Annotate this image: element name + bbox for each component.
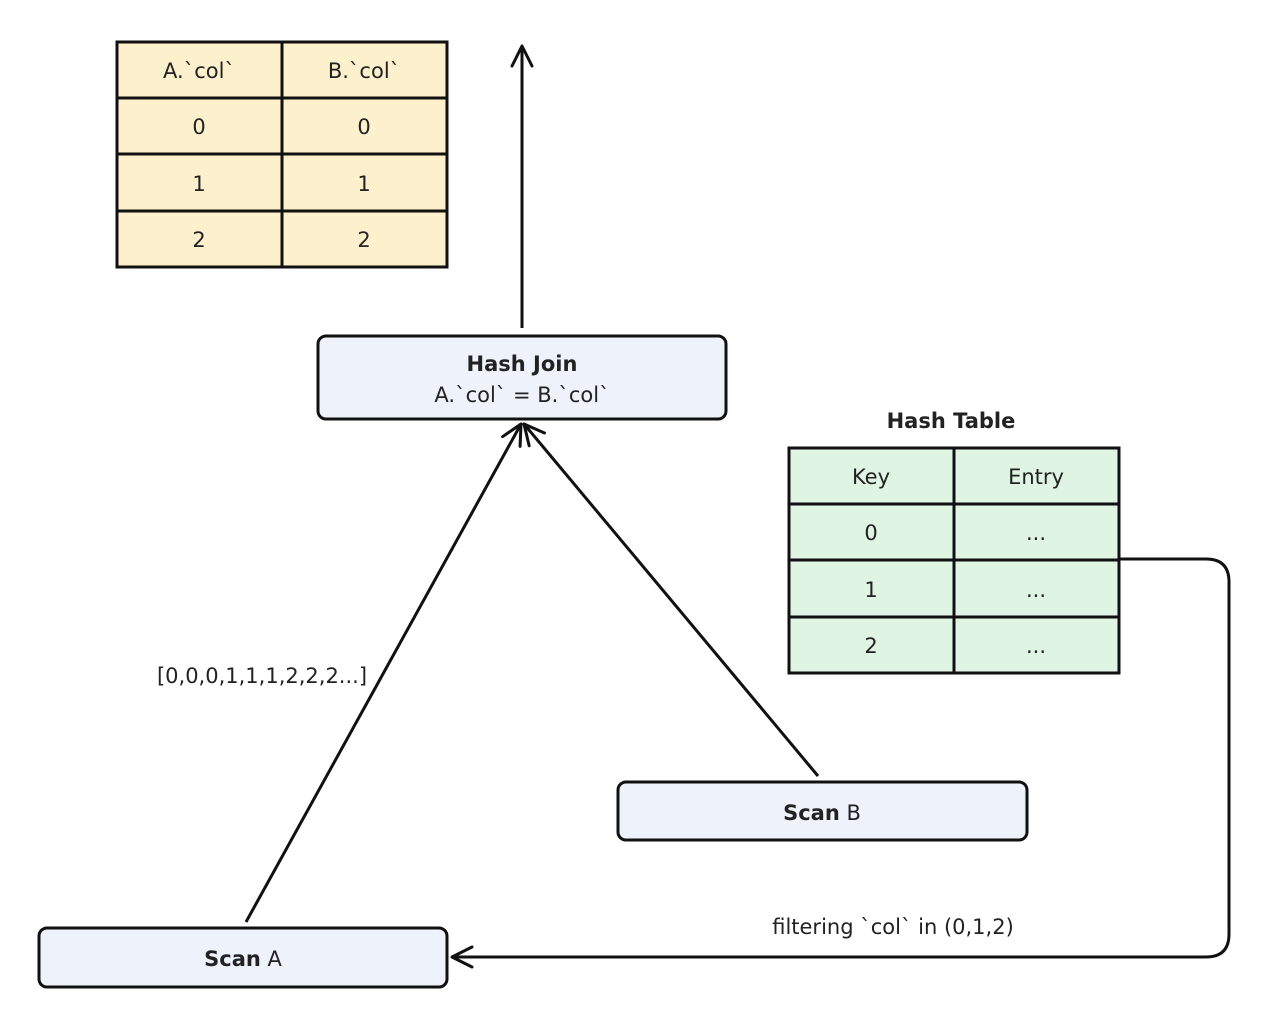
hash-table-header-entry	[952, 446, 1121, 506]
result-table-cell	[115, 209, 284, 269]
hash-table-title: Hash Table	[887, 409, 1016, 433]
hash-table-entry: ...	[1026, 521, 1046, 545]
result-table-cell	[280, 152, 449, 213]
scan-a-box	[37, 926, 449, 989]
hash-table-entry: ...	[1026, 634, 1046, 658]
runtime-filter-label: filtering `col` in (0,1,2)	[772, 915, 1014, 939]
result-table-cell	[280, 209, 449, 269]
hash-table-header-key-text: Key	[852, 465, 890, 489]
scan-a-node: Scan A	[37, 926, 449, 989]
result-table-cell	[280, 96, 449, 156]
hash-table-header-entry-text: Entry	[1008, 465, 1064, 489]
hash-table-cell	[952, 502, 1121, 562]
result-table-value: 2	[357, 228, 370, 252]
scan-a-to-hash-join-arrow	[244, 422, 523, 923]
hash-table-key: 2	[864, 634, 877, 658]
scan-b-node: Scan B	[616, 780, 1029, 842]
scan-b-label: Scan B	[783, 801, 861, 825]
runtime-filter-arrow	[450, 557, 1231, 969]
scan-a-table-name: A	[261, 947, 283, 971]
scan-a-label: Scan A	[204, 947, 282, 971]
scan-b-box	[616, 780, 1029, 842]
scan-b-to-hash-join-arrow	[522, 422, 820, 777]
hash-join-box	[316, 334, 728, 421]
result-table-header-a-text: A.`col`	[163, 59, 235, 83]
hash-table-key: 1	[864, 578, 877, 602]
scan-a-keyword: Scan	[204, 947, 261, 971]
result-table-header-b-text: B.`col`	[328, 59, 400, 83]
hash-join-condition: A.`col` = B.`col`	[434, 383, 609, 407]
result-table-value: 2	[192, 228, 205, 252]
hash-table-key: 0	[864, 521, 877, 545]
hash-join-title: Hash Join	[467, 352, 578, 376]
result-table-value: 1	[357, 172, 370, 196]
hash-join-node: Hash Join A.`col` = B.`col`	[316, 334, 728, 421]
scan-b-keyword: Scan	[783, 801, 840, 825]
result-table-value: 0	[192, 115, 205, 139]
result-table-header-a	[115, 40, 284, 100]
result-table: A.`col` B.`col` 0 0 1 1 2 2	[115, 40, 449, 269]
result-table-value: 0	[357, 115, 370, 139]
hash-table-cell	[787, 558, 956, 619]
hash-table-entry: ...	[1026, 578, 1046, 602]
scan-a-output-label: [0,0,0,1,1,1,2,2,2...]	[157, 664, 367, 688]
hash-table: Hash Table Key Entry 0 ... 1 ... 2 ...	[787, 409, 1121, 675]
hash-table-cell	[952, 615, 1121, 675]
result-table-value: 1	[192, 172, 205, 196]
hash-table-cell	[952, 558, 1121, 619]
scan-b-table-name: B	[840, 801, 861, 825]
